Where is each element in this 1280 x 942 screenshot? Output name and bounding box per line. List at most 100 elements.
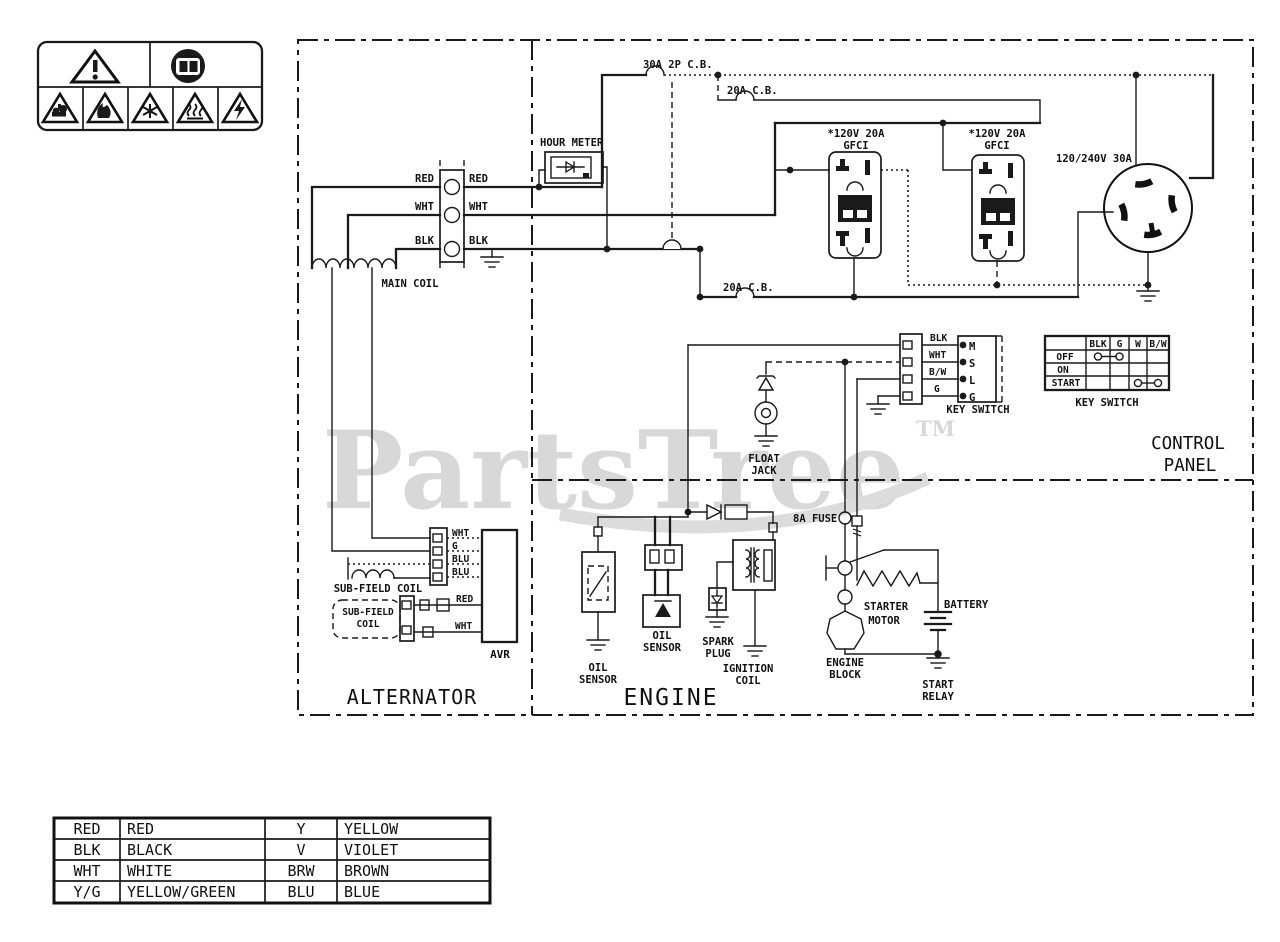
kst-header-bw: B/W: [1149, 339, 1166, 350]
float-jack-label2: JACK: [751, 465, 777, 477]
avr-wire-blu2: BLU: [452, 567, 469, 578]
engine-section-label: ENGINE: [623, 685, 718, 711]
hot-surface-warning-icon: [175, 91, 215, 124]
sub-field-coil-1: [347, 557, 431, 580]
avr-label: AVR: [490, 648, 510, 661]
key-switch-label: KEY SWITCH: [946, 404, 1009, 416]
legend-table: RED RED Y YELLOW BLK BLACK V VIOLET WHT …: [52, 816, 492, 905]
start-relay-label1: START: [922, 679, 954, 691]
legend-color: YELLOW/GREEN: [127, 883, 235, 901]
sub-field-coil-1-label: SUB-FIELD COIL: [334, 583, 423, 595]
wire-label-blk-left: BLK: [415, 235, 435, 247]
hour-meter-label: HOUR METER: [540, 137, 604, 149]
control-panel-label1: CONTROL: [1151, 434, 1225, 454]
kst-off-connection: [1093, 352, 1124, 361]
wire-label-red-left: RED: [415, 173, 434, 185]
control-panel-label2: PANEL: [1164, 456, 1217, 476]
main-coil-label: MAIN COIL: [382, 278, 439, 290]
wire-label-wht-left: WHT: [415, 201, 434, 213]
legend-color: VIOLET: [344, 841, 398, 859]
battery-symbol: [923, 549, 953, 655]
legend-color: BROWN: [344, 862, 389, 880]
breaker-30a-label: 30A 2P C.B.: [643, 59, 713, 71]
breaker-20a-mid: 20A C.B.: [696, 211, 1148, 301]
wire-label-wht-right: WHT: [469, 201, 488, 213]
sub-field-coil-2: [332, 595, 415, 642]
legend-abbr: WHT: [73, 862, 100, 880]
alternator-section: MAIN COIL RED RED WHT WHT BLK BLK: [310, 160, 777, 709]
legend-abbr: Y/G: [73, 883, 100, 901]
spark-warning-icon: [130, 91, 170, 124]
wire-label-red-right: RED: [469, 173, 488, 185]
starter-motor-label2: MOTOR: [868, 615, 900, 627]
main-connector: [439, 160, 465, 272]
control-panel-section: HOUR METER 30A 2P C.B. 20A C.B.: [535, 59, 1225, 477]
key-switch-table-label: KEY SWITCH: [1075, 397, 1138, 409]
blk-ground: [480, 248, 504, 268]
relay-coil: [856, 569, 921, 588]
ks-wire-wht: WHT: [929, 350, 946, 361]
gfci2-label1: *120V 20A: [969, 128, 1027, 140]
engine-section: OIL SENSOR OIL SENSOR: [579, 344, 989, 711]
avr-box: [480, 528, 519, 644]
engine-block-symbol: [826, 610, 865, 650]
legend-abbr: BLU: [287, 883, 314, 901]
ks-terminal-g: G: [969, 392, 975, 404]
diagram-border: [297, 39, 1254, 716]
legend-color: YELLOW: [344, 820, 399, 838]
ks-terminal-l: L: [969, 375, 975, 387]
fire-warning-icon: [85, 91, 125, 124]
hour-meter: HOUR METER: [535, 137, 611, 253]
main-coil-winding: [311, 258, 397, 269]
spark-plug-label1: SPARK: [702, 636, 734, 648]
oil-sensor-left-label1: OIL: [589, 662, 608, 674]
manual-icon: [171, 49, 205, 83]
breaker-30a-2p: 30A 2P C.B.: [600, 59, 1213, 250]
avr-wire-wht: WHT: [452, 528, 469, 539]
breaker-30a-pole2: [662, 239, 682, 250]
kst-row-off: OFF: [1056, 352, 1073, 363]
oil-sensor-mid: OIL SENSOR: [642, 515, 683, 654]
engine-block-label2: BLOCK: [829, 669, 861, 681]
warning-icons-panel: [36, 40, 264, 132]
twist-lock-receptacle: 120/240V 30A: [1056, 71, 1215, 302]
ks-wire-g: G: [934, 384, 940, 395]
legend-abbr: BLK: [73, 841, 100, 859]
float-jack: FLOAT JACK: [748, 361, 780, 477]
ks-wire-blk: BLK: [930, 333, 947, 344]
ks-terminal-s: S: [969, 358, 975, 370]
legend-abbr: Y: [296, 820, 305, 838]
legend-abbr: V: [296, 841, 305, 859]
ignition-feed: [687, 503, 778, 541]
breaker-20a-top-label: 20A C.B.: [727, 85, 778, 97]
key-switch-table: BLK G W B/W OFF ON START KEY SWITCH: [1043, 334, 1171, 409]
gfci1-label2: GFCI: [843, 140, 868, 152]
start-relay-label2: RELAY: [922, 691, 954, 703]
oil-sensor-mid-label1: OIL: [653, 630, 672, 642]
partstree-watermark: PartsTree TM: [322, 408, 955, 534]
legend-abbr: BRW: [287, 862, 315, 880]
gfci1-label1: *120V 20A: [828, 128, 886, 140]
receptacle-label: 120/240V 30A: [1056, 153, 1133, 165]
ks-terminal-m: M: [969, 341, 975, 353]
fuse-label: 8A FUSE: [793, 513, 837, 525]
avr-red-label: RED: [456, 594, 473, 605]
oil-sensor-mid-label2: SENSOR: [643, 642, 682, 654]
kst-header-w: W: [1135, 339, 1141, 350]
warning-triangle-icon: [69, 48, 121, 84]
spark-plug-label2: PLUG: [705, 648, 730, 660]
sub-field-coil-2-label2: COIL: [357, 619, 380, 630]
breaker-20a-top: 20A C.B.: [717, 75, 1041, 124]
start-relay-circuit: 8A FUSE: [793, 361, 989, 703]
key-switch: BLK WHT B/W G M S L G KEY SWITCH: [687, 333, 1010, 416]
legend-color: RED: [127, 820, 154, 838]
sub-field-coil-2-label1: SUB-FIELD: [342, 607, 394, 618]
kst-row-start: START: [1052, 378, 1081, 389]
ks-wire-bw: B/W: [929, 367, 946, 378]
relay-contact-upper: [837, 560, 853, 576]
watermark-tm: TM: [916, 416, 955, 441]
avr-wire-blu1: BLU: [452, 554, 469, 565]
kst-header-g: G: [1117, 339, 1123, 350]
